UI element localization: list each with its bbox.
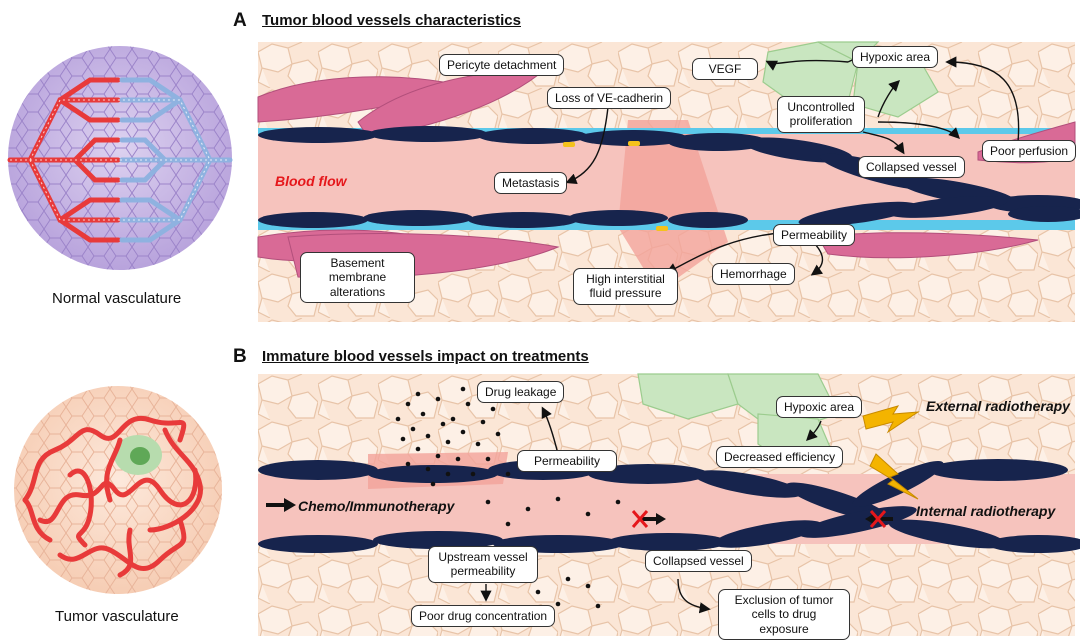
collapsed-vessel-box-b: Collapsed vessel xyxy=(645,550,752,573)
panel-b-letter: B xyxy=(233,346,247,367)
internal-radiotherapy-label: Internal radiotherapy xyxy=(916,503,1056,519)
poor-perfusion-box: Poor perfusion xyxy=(982,140,1077,163)
normal-vasculature-illustration xyxy=(7,46,233,270)
basement-membrane-box: Basement membrane alterations xyxy=(300,252,415,304)
hypoxic-area-box-b: Hypoxic area xyxy=(776,396,863,419)
vegf-box: VEGF xyxy=(692,58,758,81)
collapsed-vessel-box-a: Collapsed vessel xyxy=(858,156,965,179)
panel-b-title: Immature blood vessels impact on treatme… xyxy=(262,348,589,365)
upstream-vessel-box: Upstream vessel permeability xyxy=(428,546,538,583)
pericyte-detachment-box: Pericyte detachment xyxy=(439,54,565,77)
uncontrolled-proliferation-box: Uncontrolled proliferation xyxy=(777,96,865,133)
metastasis-box: Metastasis xyxy=(494,172,568,195)
chemo-immunotherapy-label: Chemo/Immunotherapy xyxy=(298,498,455,514)
permeability-box-b: Permeability xyxy=(517,450,617,473)
tumor-vasculature-caption: Tumor vasculature xyxy=(55,608,179,625)
high-interstitial-box: High interstitial fluid pressure xyxy=(573,268,678,305)
external-radiotherapy-label: External radiotherapy xyxy=(926,398,1070,414)
permeability-box-a: Permeability xyxy=(773,224,856,247)
exclusion-box: Exclusion of tumor cells to drug exposur… xyxy=(718,589,850,641)
loss-ve-cadherin-box: Loss of VE-cadherin xyxy=(547,87,672,110)
blood-flow-label: Blood flow xyxy=(275,173,347,189)
normal-vasculature-caption: Normal vasculature xyxy=(52,290,182,307)
hypoxic-area-box-a: Hypoxic area xyxy=(852,46,939,69)
drug-leakage-box: Drug leakage xyxy=(477,381,565,404)
decreased-efficiency-box: Decreased efficiency xyxy=(716,446,844,469)
tumor-vasculature-illustration xyxy=(14,386,222,594)
panel-b-illustration xyxy=(258,373,1080,636)
hemorrhage-box: Hemorrhage xyxy=(712,263,795,286)
panel-a-title: Tumor blood vessels characteristics xyxy=(262,12,521,29)
panel-a-letter: A xyxy=(233,10,247,31)
poor-drug-concentration-box: Poor drug concentration xyxy=(411,605,556,628)
